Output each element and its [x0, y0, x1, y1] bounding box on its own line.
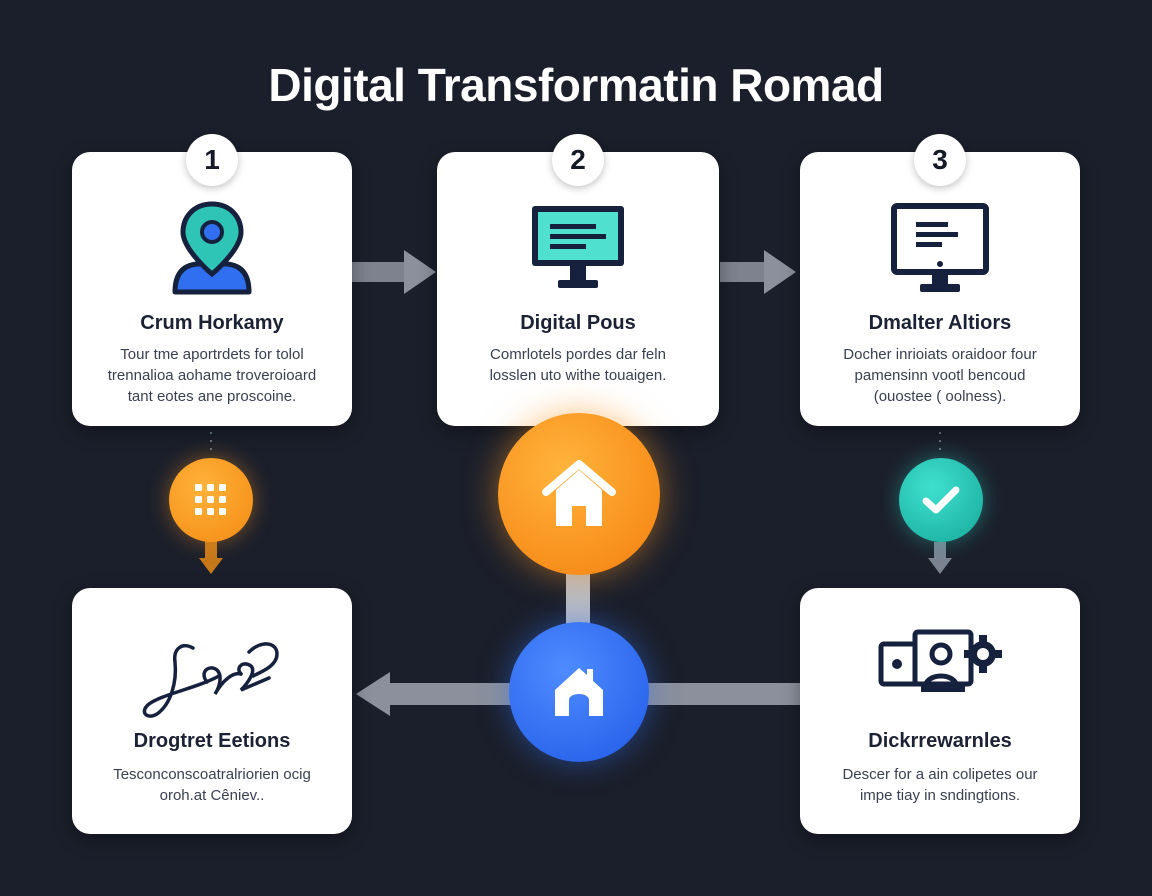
- arrow-hub-to-step4: [356, 672, 518, 716]
- step-card-1: Crum Horkamy Tour tme aportrdets for tol…: [72, 152, 352, 426]
- step-heading: Digital Pous: [520, 312, 636, 334]
- arrow-keypad-down: [199, 540, 223, 574]
- keypad-node: [169, 458, 253, 542]
- step-heading: Crum Horkamy: [140, 312, 284, 334]
- home-arch-icon: [555, 668, 603, 716]
- arrow-check-down: [928, 542, 952, 574]
- step-heading: Dickrrewarnles: [868, 730, 1012, 752]
- step-description: Descer for a ain colipetes our impe tiay…: [818, 764, 1062, 806]
- checkmark-icon: [922, 486, 960, 514]
- signature-icon: [72, 632, 352, 722]
- step-number-badge: 2: [552, 134, 604, 186]
- location-pin-user-icon: [72, 200, 352, 296]
- step-description: Tour tme aportrdets for tolol trennalioa…: [90, 344, 334, 407]
- page-title: Digital Transformatin Romad: [268, 59, 884, 111]
- step-card-3: Dmalter Altiors Docher inrioiats oraidoo…: [800, 152, 1080, 426]
- hub-node: [509, 622, 649, 762]
- desc-line: (ouostee ( oolness).: [873, 388, 1007, 405]
- step-description: Docher inrioiats oraidoor four pamensinn…: [818, 344, 1062, 407]
- desc-line: losslen uto withe touaigen.: [489, 367, 667, 384]
- check-node: [899, 458, 983, 542]
- step-number-badge: 1: [186, 134, 238, 186]
- step-description: Comrlotels pordes dar feln losslen uto w…: [455, 344, 701, 386]
- step-heading: Dmalter Altiors: [868, 312, 1012, 334]
- house-icon: [542, 460, 616, 526]
- step-number-badge: 3: [914, 134, 966, 186]
- desc-line: Comrlotels pordes dar feln: [490, 346, 666, 363]
- desc-line: Descer for a ain colipetes our: [842, 766, 1038, 783]
- step-card-4: Drogtret Eetions Tesconconscoatralriorie…: [72, 588, 352, 834]
- desc-line: pamensinn vootl bencoud: [854, 367, 1026, 384]
- step-heading: Drogtret Eetions: [133, 730, 291, 752]
- step-description: Tesconconscoatralriorien ocig oroh.at Cê…: [90, 764, 334, 806]
- desc-line: Tesconconscoatralriorien ocig: [113, 766, 311, 783]
- monitor-outline-icon: [800, 202, 1080, 294]
- desc-line: tant eotes ane proscoine.: [127, 388, 297, 405]
- step-card-5: Dickrrewarnles Descer for a ain colipete…: [800, 588, 1080, 834]
- connector-home-to-hub: [566, 570, 590, 630]
- arrow-step1-to-step2: [352, 250, 436, 294]
- step-card-2: Digital Pous Comrlotels pordes dar feln …: [437, 152, 719, 426]
- desc-line: Tour tme aportrdets for tolol: [120, 346, 304, 363]
- desc-line: Docher inrioiats oraidoor four: [843, 346, 1037, 363]
- desc-line: impe tiay in sndingtions.: [859, 787, 1021, 804]
- desc-line: trennalioa aohame troveroioard: [107, 367, 317, 384]
- desc-line: oroh.at Cêniev..: [159, 787, 265, 804]
- media-gear-icon: [800, 626, 1080, 706]
- arrow-step2-to-step3: [720, 250, 796, 294]
- monitor-icon: [437, 202, 719, 292]
- home-node: [498, 413, 660, 575]
- keypad-icon: [195, 484, 226, 515]
- connector-hub-to-step5: [640, 683, 800, 705]
